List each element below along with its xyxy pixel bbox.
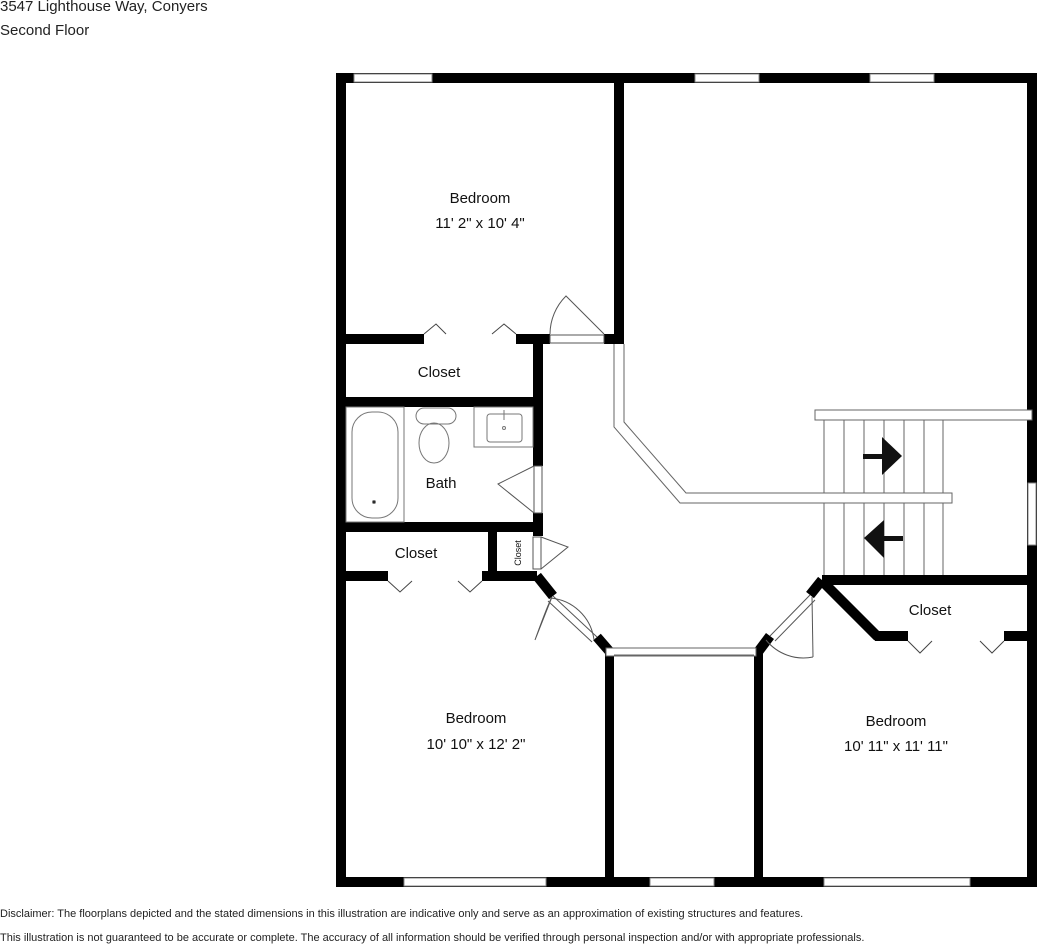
window	[403, 877, 547, 887]
toilet-bowl-icon	[418, 422, 450, 464]
bifold-doors	[387, 323, 1005, 654]
room-dimensions: 11' 2" x 10' 4"	[435, 215, 525, 232]
room-name: Bedroom	[450, 190, 511, 207]
room-name: Closet	[418, 364, 461, 381]
room-name: Closet	[909, 602, 952, 619]
doors	[497, 295, 816, 659]
bathtub-icon	[345, 406, 405, 523]
bath-fixtures	[345, 406, 534, 523]
bathtub-basin	[351, 411, 399, 519]
room-name: Closet	[513, 540, 523, 566]
angled-walls	[533, 572, 882, 656]
window	[1027, 482, 1037, 546]
staircase	[823, 420, 944, 575]
floor-label: Second Floor	[0, 22, 90, 39]
property-address: 3547 Lighthouse Way, Conyers	[0, 0, 208, 15]
room-name: Bath	[426, 475, 457, 492]
room-dimensions: 10' 11" x 11' 11"	[844, 738, 948, 755]
room-labels: Bedroom 11' 2" x 10' 4" Closet Bath Clos…	[395, 190, 952, 755]
disclaimer-line-1: Disclaimer: The floorplans depicted and …	[0, 908, 804, 920]
disclaimer-line-2: This illustration is not guaranteed to b…	[0, 932, 865, 944]
windows	[353, 73, 1037, 887]
window	[823, 877, 971, 887]
window	[869, 73, 935, 83]
room-name: Bedroom	[446, 710, 507, 727]
toilet-tank-icon	[415, 407, 457, 425]
interior-walls	[340, 78, 1032, 882]
room-name: Closet	[395, 545, 438, 562]
room-dimensions: 10' 10" x 12' 2"	[427, 736, 526, 753]
window	[649, 877, 715, 887]
window	[353, 73, 433, 83]
railings	[605, 344, 1033, 657]
stair-arrow-right-icon	[863, 437, 902, 475]
window	[694, 73, 760, 83]
room-name: Bedroom	[866, 713, 927, 730]
stair-arrow-left-icon	[864, 520, 903, 558]
vanity-icon	[473, 406, 534, 448]
